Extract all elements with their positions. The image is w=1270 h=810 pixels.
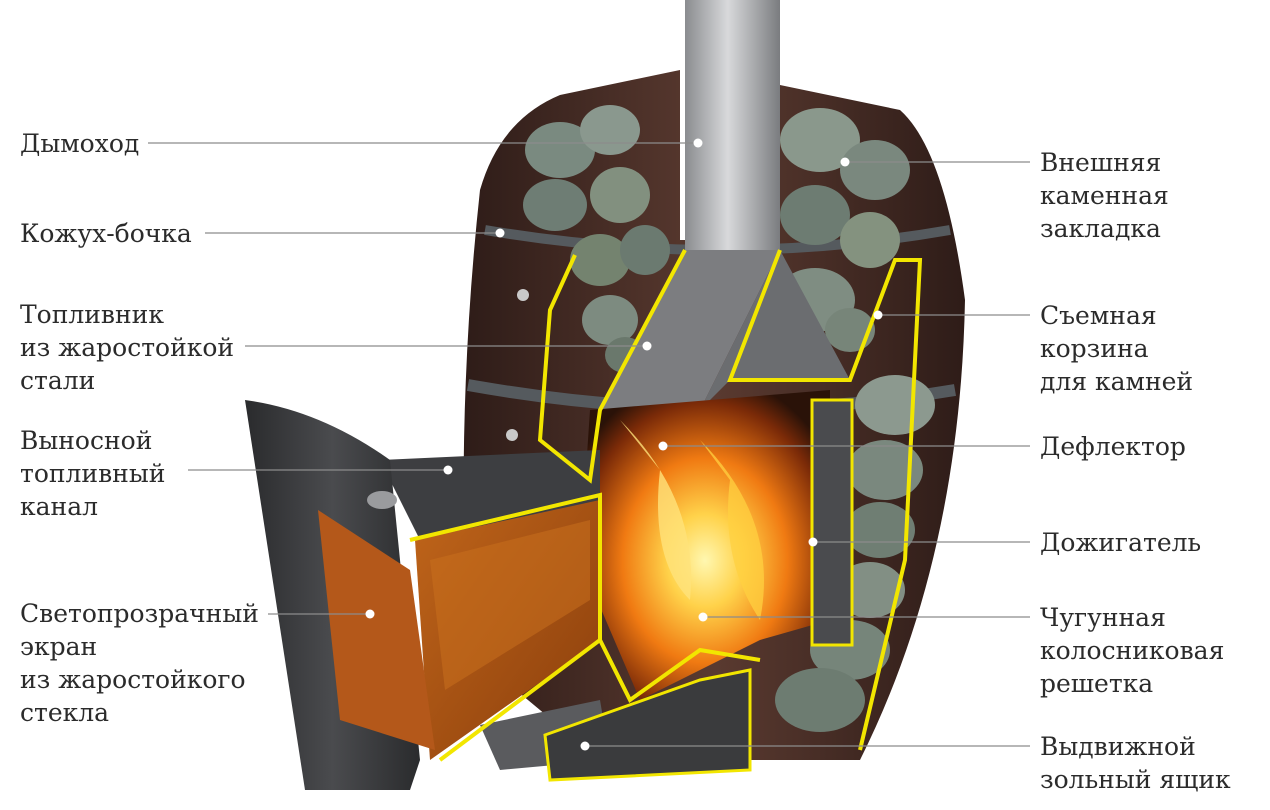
label-stone-basket: Съемная корзина для камней	[1040, 299, 1193, 398]
label-casing: Кожух-бочка	[20, 217, 192, 250]
label-afterburner: Дожигатель	[1040, 526, 1201, 559]
label-chimney: Дымоход	[20, 127, 139, 160]
label-deflector: Дефлектор	[1040, 430, 1186, 463]
label-ash-drawer: Выдвижной зольный ящик	[1040, 730, 1231, 796]
label-grate: Чугунная колосниковая решетка	[1040, 601, 1224, 700]
label-outer-stones: Внешняя каменная закладка	[1040, 146, 1169, 245]
label-glass-screen: Светопрозрачный экран из жаростойкого ст…	[20, 597, 259, 729]
label-firebox: Топливник из жаростойкой стали	[20, 298, 234, 397]
afterburner-plate	[812, 400, 852, 645]
label-fuel-channel: Выносной топливный канал	[20, 424, 165, 523]
door	[245, 400, 435, 790]
